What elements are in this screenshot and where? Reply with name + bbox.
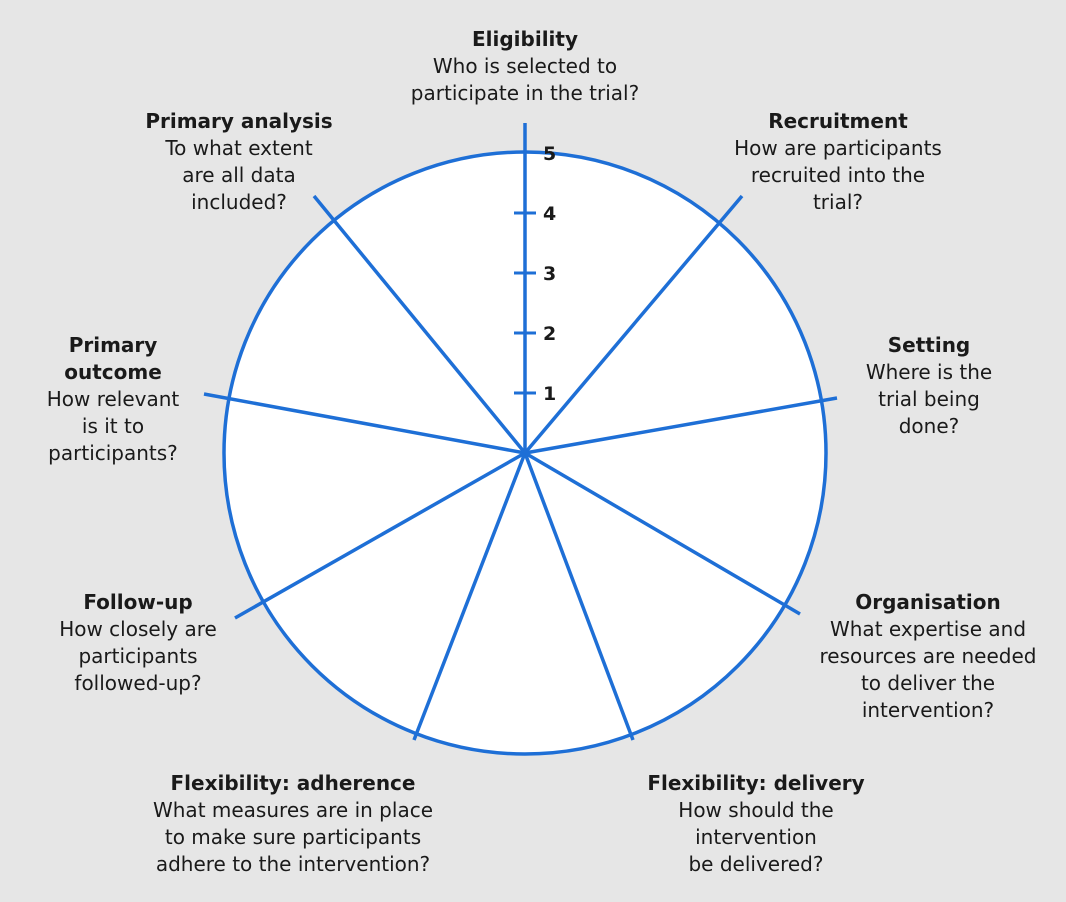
scale-tick-label: 3 bbox=[543, 263, 556, 285]
domain-title: Flexibility: delivery bbox=[647, 771, 865, 795]
domain-question: How closely are participants followed-up… bbox=[59, 617, 217, 695]
domain-question: How should the intervention be delivered… bbox=[678, 798, 834, 876]
scale-tick-label: 5 bbox=[543, 143, 556, 165]
domain-label-eligibility: Eligibility Who is selected to participa… bbox=[405, 26, 645, 107]
spoke-flexibility-delivery bbox=[523, 452, 635, 741]
domain-title: Setting bbox=[887, 333, 971, 357]
scale-tick-label: 2 bbox=[543, 323, 556, 345]
domain-title: Recruitment bbox=[768, 109, 908, 133]
spoke-setting bbox=[524, 396, 838, 455]
scale-tick-label: 4 bbox=[543, 203, 556, 225]
scale-tick-label: 1 bbox=[543, 383, 556, 405]
spoke-recruitment bbox=[523, 194, 744, 455]
spoke-primary-analysis bbox=[312, 194, 527, 455]
domain-question: How relevant is it to participants? bbox=[46, 387, 180, 465]
domain-title: Follow-up bbox=[83, 590, 193, 614]
domain-question: Where is the trial being done? bbox=[865, 360, 993, 438]
spoke-follow-up bbox=[234, 451, 526, 620]
spoke-organisation bbox=[524, 451, 801, 616]
domain-label-flexibility-adherence: Flexibility: adherence What measures are… bbox=[138, 770, 448, 878]
domain-question: Who is selected to participate in the tr… bbox=[410, 54, 640, 105]
domain-label-recruitment: Recruitment How are participants recruit… bbox=[718, 108, 958, 216]
domain-question: How are participants recruited into the … bbox=[734, 136, 942, 214]
domain-question: What expertise and resources are needed … bbox=[819, 617, 1037, 722]
domain-label-primary-analysis: Primary analysis To what extent are all … bbox=[134, 108, 344, 216]
domain-title: Primary analysis bbox=[145, 109, 333, 133]
domain-question: To what extent are all data included? bbox=[165, 136, 313, 214]
domain-title: Flexibility: adherence bbox=[170, 771, 416, 795]
spoke-primary-outcome bbox=[203, 392, 526, 455]
spoke-flexibility-adherence bbox=[412, 452, 527, 741]
domain-title: Organisation bbox=[855, 590, 1001, 614]
domain-question: What measures are in place to make sure … bbox=[152, 798, 433, 876]
domain-label-flexibility-delivery: Flexibility: delivery How should the int… bbox=[636, 770, 876, 878]
domain-label-follow-up: Follow-up How closely are participants f… bbox=[43, 589, 233, 697]
domain-label-organisation: Organisation What expertise and resource… bbox=[808, 589, 1048, 724]
domain-label-primary-outcome: Primary outcome How relevant is it to pa… bbox=[18, 332, 208, 467]
domain-label-setting: Setting Where is the trial being done? bbox=[849, 332, 1009, 440]
domain-title: Eligibility bbox=[471, 27, 579, 51]
domain-title: Primary outcome bbox=[64, 333, 162, 384]
